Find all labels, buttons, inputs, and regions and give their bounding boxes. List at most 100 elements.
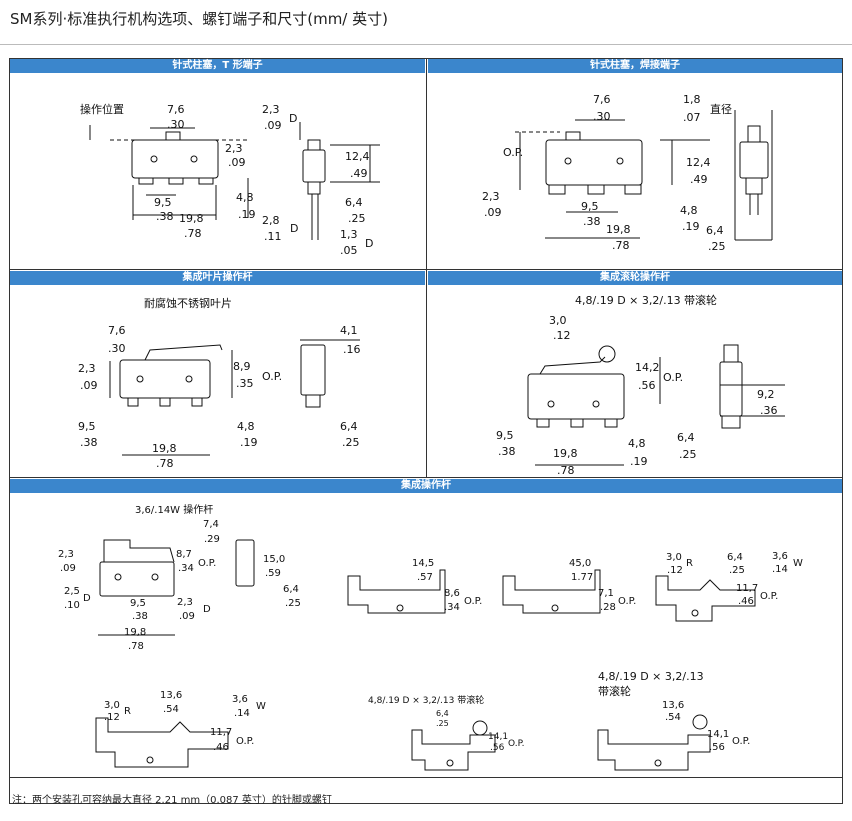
dim-4-8: 4,8 xyxy=(628,437,646,450)
dim-2-3: 2,3 xyxy=(482,190,500,203)
dim-38: .38 xyxy=(132,611,148,622)
dim-54-d: .54 xyxy=(665,712,681,723)
section-header-roller: 集成滚轮操作杆 xyxy=(428,271,842,285)
section-header-pin-t: 针式柱塞，T 形端子 xyxy=(10,59,425,73)
dim-19-8: 19,8 xyxy=(152,442,177,455)
row-divider-2 xyxy=(9,477,843,478)
dim-34: .34 xyxy=(178,563,194,574)
dim-19: .19 xyxy=(238,208,256,221)
dim-07: .07 xyxy=(683,111,701,124)
op-label-e: O.P. xyxy=(508,739,524,749)
dim-8-9: 8,9 xyxy=(233,360,251,373)
dim-59: .59 xyxy=(265,568,281,579)
dim-6-4: 6,4 xyxy=(345,196,363,209)
drawing-pin-solder xyxy=(515,110,773,241)
drawing-roller xyxy=(527,344,785,466)
page-title: SM系列·标准执行机构选项、螺钉端子和尺寸(mm/ 英寸) xyxy=(10,10,388,28)
dim-56-c: .56 xyxy=(490,743,505,753)
dim-25: .25 xyxy=(342,436,360,449)
dim-78: .78 xyxy=(184,227,202,240)
drawing-leaf xyxy=(109,339,360,456)
op-label-f: O.P. xyxy=(732,736,750,747)
dim-19: .19 xyxy=(630,455,648,468)
d-label: D xyxy=(289,112,297,125)
dim-09: .09 xyxy=(484,206,502,219)
dim-09-mid: .09 xyxy=(228,156,246,169)
dim-30: .30 xyxy=(593,110,611,123)
labels-leaf: 耐腐蚀不锈钢叶片 7,6 .30 4,1 .16 2,3 .09 8,9 .35… xyxy=(78,296,361,470)
dim-56: .56 xyxy=(638,379,656,392)
dim-19: .19 xyxy=(682,220,700,233)
dim-09-top: .09 xyxy=(264,119,282,132)
dim-1-77: 1.77 xyxy=(571,572,593,583)
op-label: O.P. xyxy=(262,370,282,383)
dim-2-3: 2,3 xyxy=(58,549,74,560)
dim-14-1-c: 14,1 xyxy=(488,732,508,742)
section-header-pin-solder: 针式柱塞，焊接端子 xyxy=(428,59,842,73)
stainless-leaf-label: 耐腐蚀不锈钢叶片 xyxy=(144,296,232,310)
section-header-leaf: 集成叶片操作杆 xyxy=(10,271,425,285)
drawing-lever-variants xyxy=(95,569,756,771)
dim-7-4: 7,4 xyxy=(203,519,219,530)
dim-05: .05 xyxy=(340,244,358,257)
dim-12-4: 12,4 xyxy=(345,150,370,163)
dim-3-0: 3,0 xyxy=(549,314,567,327)
dim-9-5: 9,5 xyxy=(154,196,172,209)
dim-14-a: .14 xyxy=(772,564,788,575)
dim-38: .38 xyxy=(498,445,516,458)
dim-19: .19 xyxy=(240,436,258,449)
dim-12-a: .12 xyxy=(667,565,683,576)
dim-7-6: 7,6 xyxy=(167,103,185,116)
diameter-label: 直径 xyxy=(710,102,732,116)
dim-11: .11 xyxy=(264,230,282,243)
section-header-lever: 集成操作杆 xyxy=(10,479,842,493)
op-label-c: O.P. xyxy=(760,591,778,602)
dim-78: .78 xyxy=(156,457,174,470)
roller-spec-label: 4,8/.19 D × 3,2/.13 带滚轮 xyxy=(575,293,717,307)
dim-25: .25 xyxy=(348,212,366,225)
dim-46-b: .46 xyxy=(213,742,229,753)
dim-49: .49 xyxy=(350,167,368,180)
op-position-label: 操作位置 xyxy=(80,102,124,116)
dim-6-4: 6,4 xyxy=(706,224,724,237)
op-label: O.P. xyxy=(198,558,216,569)
dim-6-4: 6,4 xyxy=(340,420,358,433)
dim-12-4: 12,4 xyxy=(686,156,711,169)
dim-09: .09 xyxy=(80,379,98,392)
dim-25: .25 xyxy=(679,448,697,461)
roller xyxy=(598,345,616,363)
dim-57: .57 xyxy=(417,572,433,583)
dim-78: .78 xyxy=(557,464,575,477)
dim-38: .38 xyxy=(156,210,174,223)
roller-suffix-label: 带滚轮 xyxy=(598,684,631,698)
dim-3-0-b: 3,0 xyxy=(104,700,120,711)
dim-25-c: .25 xyxy=(436,719,449,728)
dim-46-a: .46 xyxy=(738,596,754,607)
dim-2-5: 2,5 xyxy=(64,586,80,597)
dim-7-6: 7,6 xyxy=(108,324,126,337)
labels-roller: 4,8/.19 D × 3,2/.13 带滚轮 3,0 .12 14,2 .56… xyxy=(496,293,778,477)
dim-6-4: 6,4 xyxy=(283,584,299,595)
dim-4-1: 4,1 xyxy=(340,324,358,337)
dim-78: .78 xyxy=(128,641,144,652)
dim-54-b: .54 xyxy=(163,704,179,715)
w-label-a: W xyxy=(793,558,803,569)
dim-9-5: 9,5 xyxy=(130,598,146,609)
lever-spec-label: 3,6/.14W 操作杆 xyxy=(135,503,213,516)
r-label-a: R xyxy=(686,558,693,569)
dim-2-3-mid: 2,3 xyxy=(225,142,243,155)
dim-4-8: 4,8 xyxy=(680,204,698,217)
dim-09: .09 xyxy=(60,563,76,574)
dim-9-5: 9,5 xyxy=(78,420,96,433)
w-label-b: W xyxy=(256,701,266,712)
dim-19-8: 19,8 xyxy=(124,627,146,638)
dim-2-3: 2,3 xyxy=(78,362,96,375)
op-label-d: O.P. xyxy=(236,736,254,747)
dim-7-1: 7,1 xyxy=(598,588,614,599)
dim-8-6: 8,6 xyxy=(444,588,460,599)
dim-28: .28 xyxy=(600,602,616,613)
dim-14-5: 14,5 xyxy=(412,558,434,569)
plunger xyxy=(165,131,181,141)
dim-16: .16 xyxy=(343,343,361,356)
dim-19-8: 19,8 xyxy=(179,212,204,225)
